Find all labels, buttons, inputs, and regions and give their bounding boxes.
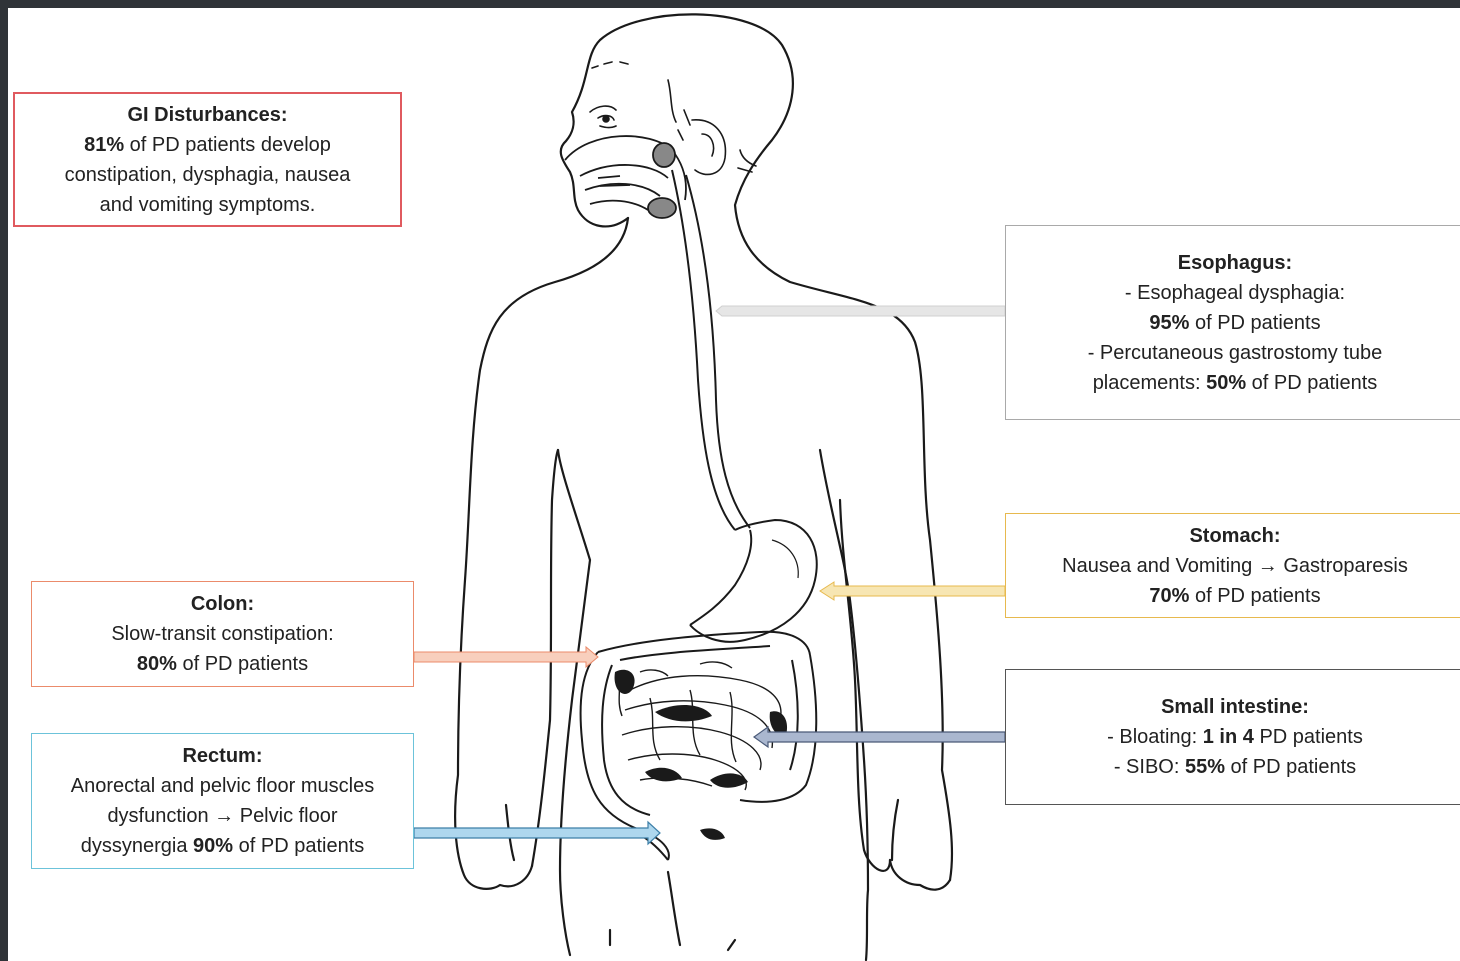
rectum-line2: dysfunction → Pelvic floor	[107, 801, 337, 831]
rectum-line3-pre: dyssynergia	[81, 835, 193, 857]
small-intestine-line1-pre: - Bloating:	[1107, 726, 1203, 748]
esophagus-percent-50: 50%	[1206, 372, 1246, 394]
small-intestine-ratio: 1 in 4	[1203, 726, 1254, 748]
rectum-line3-rest: of PD patients	[233, 835, 364, 857]
small-intestine-line2-rest: of PD patients	[1225, 756, 1356, 778]
arrow-colon	[414, 647, 598, 667]
stomach-title: Stomach:	[1189, 521, 1280, 551]
rectum-percent: 90%	[193, 835, 233, 857]
colon-title: Colon:	[191, 589, 254, 619]
esophagus-line3: - Percutaneous gastrostomy tube	[1088, 338, 1383, 368]
colon-line2: of PD patients	[177, 653, 308, 675]
esophagus-box: Esophagus: - Esophageal dysphagia: 95% o…	[1005, 225, 1460, 420]
gi-line3: and vomiting symptoms.	[100, 190, 316, 220]
rectum-box: Rectum: Anorectal and pelvic floor muscl…	[31, 733, 414, 869]
mouth-throat	[565, 136, 686, 218]
stomach-line2: of PD patients	[1189, 585, 1320, 607]
gi-line2: constipation, dysphagia, nausea	[65, 160, 351, 190]
small-intestine-box: Small intestine: - Bloating: 1 in 4 PD p…	[1005, 669, 1460, 805]
gi-title: GI Disturbances:	[127, 100, 287, 130]
rectum-line1: Anorectal and pelvic floor muscles	[71, 771, 374, 801]
stomach-box: Stomach: Nausea and Vomiting → Gastropar…	[1005, 513, 1460, 618]
gi-percent: 81%	[84, 134, 124, 156]
stomach-percent: 70%	[1149, 585, 1189, 607]
esophagus-line4-rest: of PD patients	[1246, 372, 1377, 394]
esophagus-line1: - Esophageal dysphagia:	[1125, 278, 1345, 308]
esophagus-line4-pre: placements:	[1093, 372, 1206, 394]
small-intestine-percent: 55%	[1185, 756, 1225, 778]
small-intestine-line1-rest: PD patients	[1254, 726, 1363, 748]
esophagus-percent-95: 95%	[1149, 312, 1189, 334]
colon-percent: 80%	[137, 653, 177, 675]
gi-line1: of PD patients develop	[124, 134, 331, 156]
body-outline	[455, 14, 952, 960]
stomach-organ	[690, 520, 817, 642]
colon-box: Colon: Slow-transit constipation: 80% of…	[31, 581, 414, 687]
colon-organ	[581, 632, 817, 860]
intestine-shading	[615, 670, 788, 840]
small-intestine-title: Small intestine:	[1161, 692, 1309, 722]
rectum-title: Rectum:	[182, 741, 262, 771]
arrow-small-intestine	[754, 727, 1005, 747]
esophagus-title: Esophagus:	[1178, 248, 1292, 278]
small-intestine-line2-pre: - SIBO:	[1114, 756, 1185, 778]
gi-disturbances-box: GI Disturbances: 81% of PD patients deve…	[13, 92, 402, 227]
arrow-esophagus	[716, 306, 1005, 316]
esophagus-line2: of PD patients	[1189, 312, 1320, 334]
diagram-canvas: GI Disturbances: 81% of PD patients deve…	[8, 8, 1460, 961]
small-intestine-organ	[618, 662, 781, 790]
colon-line1: Slow-transit constipation:	[111, 619, 333, 649]
stomach-line1: Nausea and Vomiting → Gastroparesis	[1062, 551, 1408, 581]
